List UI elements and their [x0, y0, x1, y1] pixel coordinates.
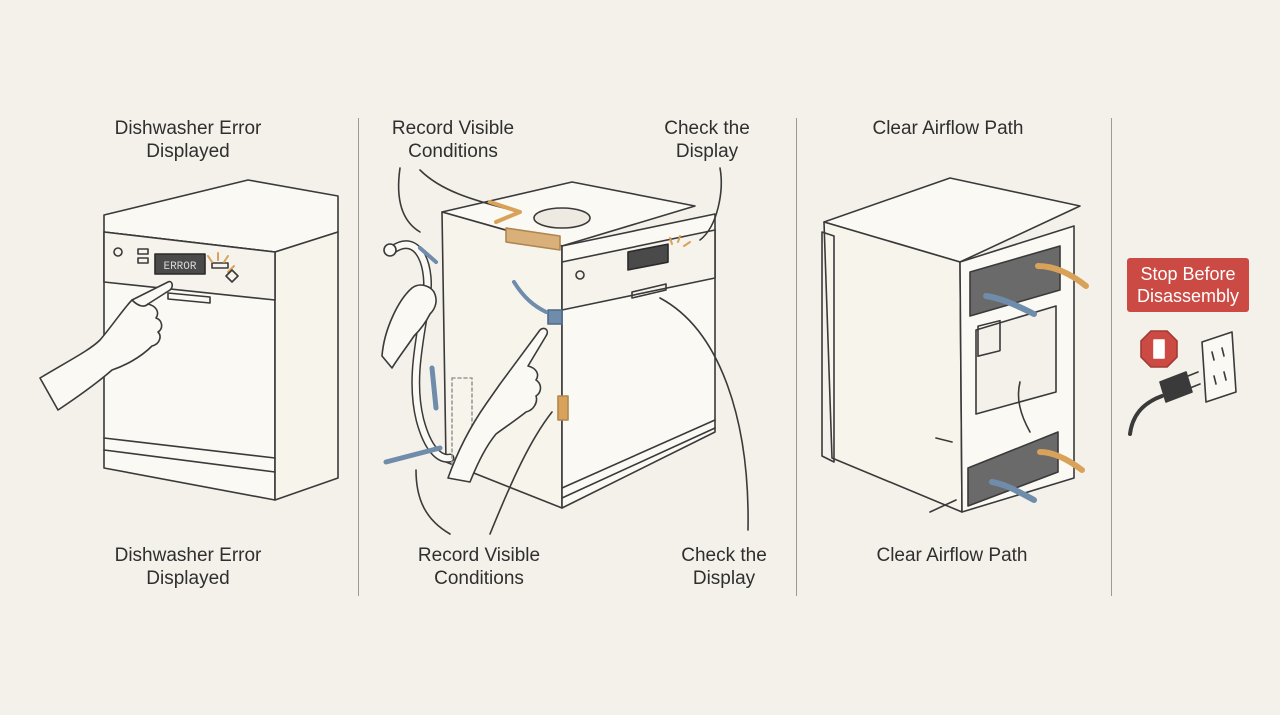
label-line: Record Visible	[391, 118, 515, 139]
power-button-icon	[575, 270, 585, 280]
power-plug-icon	[1128, 371, 1201, 436]
panel-1-top-label: Dishwasher Error Displayed	[103, 117, 273, 163]
error-display-text: ERROR	[163, 261, 196, 273]
label-line: Record Visible	[417, 545, 541, 566]
panel-1-top-label-line-2: Displayed	[146, 141, 230, 162]
panel-1-bottom-label-line-2: Displayed	[146, 568, 230, 589]
label-line: Display	[675, 141, 739, 162]
label-line: Check the	[664, 118, 750, 139]
error-display-icon	[627, 243, 669, 271]
badge-line-1: Stop Before	[1140, 264, 1236, 284]
label-line: Display	[692, 568, 756, 589]
panel-1-bottom-label: Dishwasher Error Displayed	[103, 544, 273, 590]
stop-before-disassembly-badge: Stop Before Disassembly	[1127, 258, 1249, 312]
label-line: Conditions	[434, 568, 524, 589]
error-display-icon	[154, 253, 206, 275]
warning-spark-icon	[669, 235, 691, 247]
hand-pointing-icon	[39, 280, 173, 411]
panel-1-top-label-line-1: Dishwasher Error	[114, 118, 262, 139]
stop-sign-icon	[1140, 330, 1178, 368]
power-button-icon	[113, 247, 123, 257]
panel-divider-3	[1111, 118, 1112, 596]
panel-2-dishwasher	[381, 167, 749, 535]
hand-holding-hose-icon	[381, 284, 437, 369]
label-line: Check the	[681, 545, 767, 566]
warning-spark-icon	[207, 252, 235, 273]
label-line: Clear Airflow Path	[872, 118, 1024, 139]
panel-1-bottom-label-line-1: Dishwasher Error	[114, 545, 262, 566]
panel-3-dishwasher-rear	[821, 177, 1089, 513]
label-line: Clear Airflow Path	[876, 545, 1028, 566]
panel-2-bottom-label-conditions: Record Visible Conditions	[404, 544, 554, 590]
panel-2-top-label-display: Check the Display	[650, 117, 764, 163]
label-line: Conditions	[408, 141, 498, 162]
panel-3-top-label: Clear Airflow Path	[858, 117, 1038, 140]
wall-outlet-icon	[1201, 331, 1237, 403]
filter-basket-icon	[533, 207, 591, 229]
panel-2-top-label-conditions: Record Visible Conditions	[378, 117, 528, 163]
panel-3-bottom-label: Clear Airflow Path	[862, 544, 1042, 567]
badge-line-2: Disassembly	[1136, 286, 1240, 306]
hand-pointing-icon	[447, 327, 549, 483]
panel-divider-2	[796, 118, 797, 596]
panel-2-bottom-label-display: Check the Display	[667, 544, 781, 590]
panel-divider-1	[358, 118, 359, 596]
panel-4-safety	[1128, 330, 1237, 436]
panel-1-dishwasher: ERROR	[39, 179, 339, 501]
